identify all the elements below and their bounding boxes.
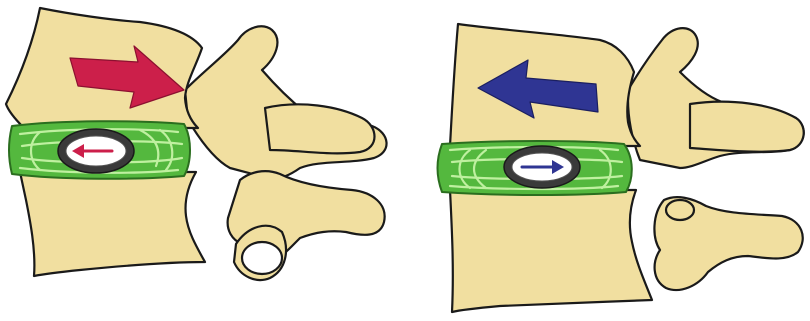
right-facet-joint (666, 200, 694, 220)
left-lower-vertebral-body (20, 172, 205, 276)
left-intervertebral-disc (9, 121, 190, 179)
right-intervertebral-disc (438, 141, 632, 195)
right-lower-vertebral-body (450, 190, 652, 312)
left-foramen-notch (242, 242, 282, 274)
